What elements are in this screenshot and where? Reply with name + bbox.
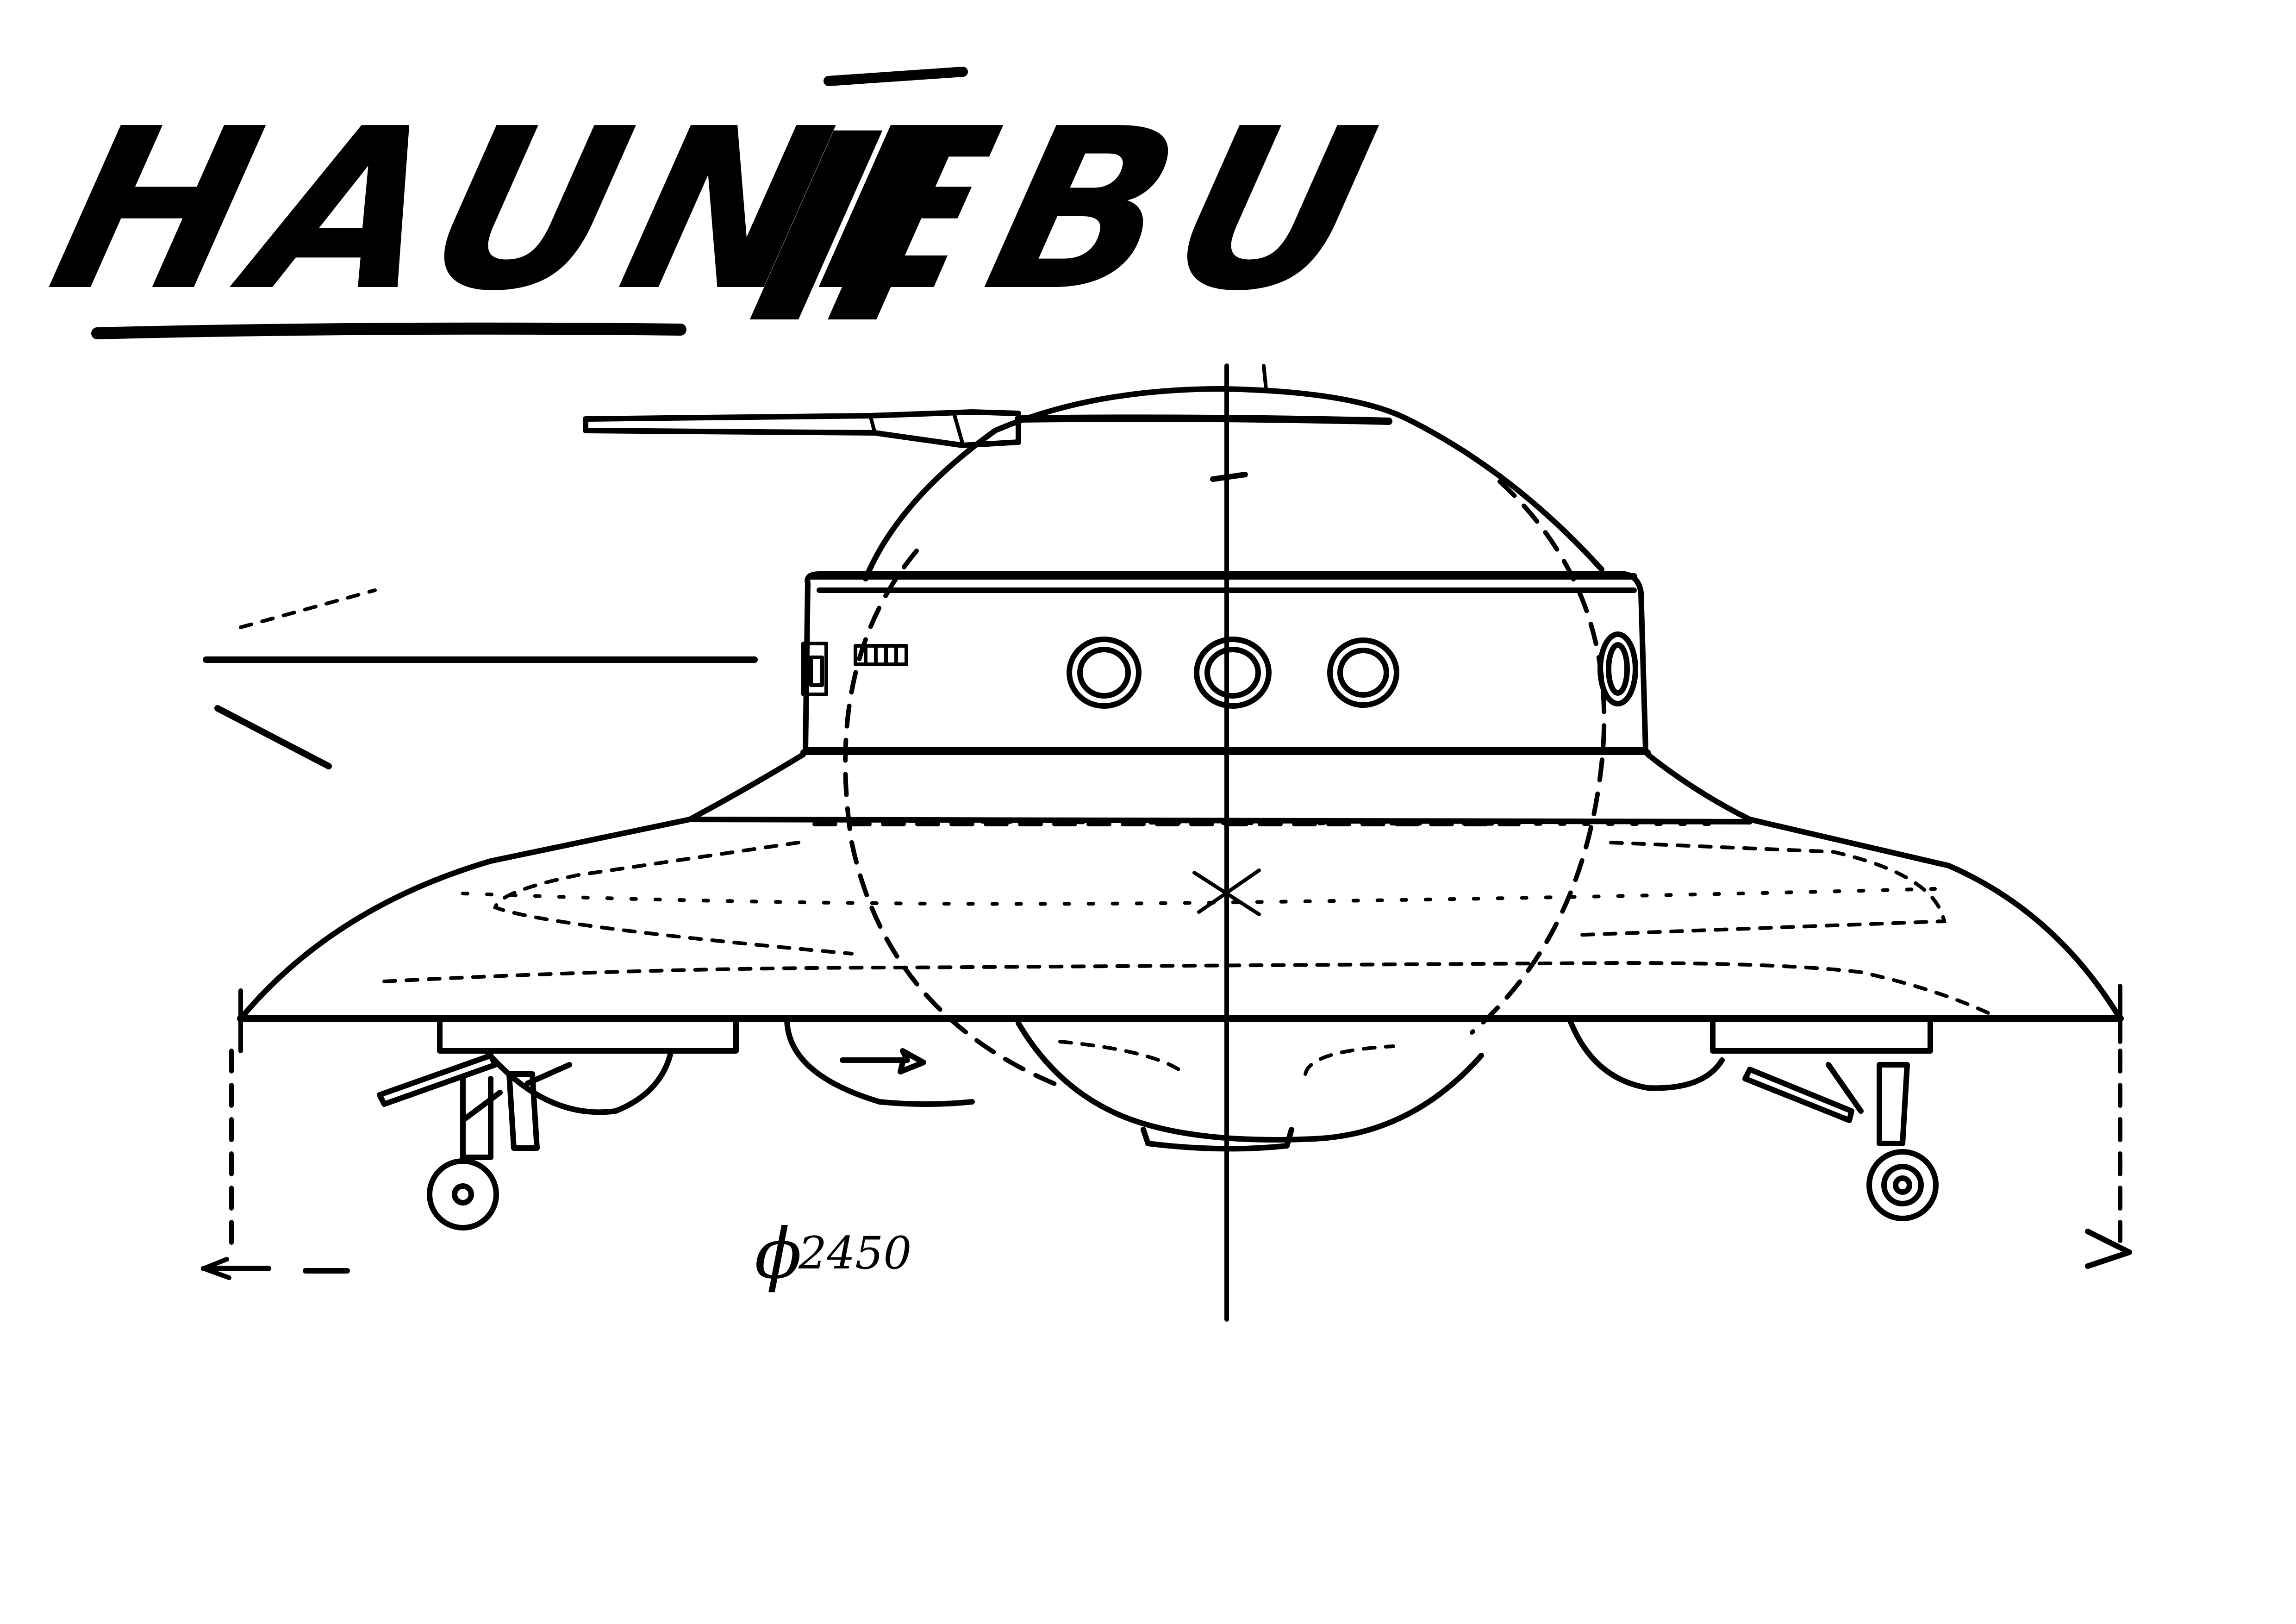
- cabin-band: [800, 571, 1651, 755]
- grille-icon: [854, 644, 908, 666]
- dome: [843, 386, 1607, 1090]
- cannon-barrel: [583, 409, 1021, 448]
- title-name: HAUNEBU: [31, 81, 1409, 339]
- centerlines: [812, 363, 1521, 1322]
- motion-lines: [203, 588, 758, 769]
- wheel-icon: [1866, 1149, 1939, 1221]
- landing-gear-right: [1742, 1062, 1939, 1221]
- title-underline: [91, 322, 686, 339]
- porthole-icon: [1194, 637, 1272, 709]
- hatch-icon: [801, 642, 828, 696]
- wheel-icon: [427, 1158, 499, 1230]
- dimension-line: ϕ 2450: [201, 984, 2132, 1294]
- hull: [237, 752, 2124, 1022]
- title-block: HAUNEBU II: [31, 67, 1409, 381]
- porthole-icon: [1067, 637, 1142, 709]
- belly: [437, 1016, 1933, 1152]
- landing-gear-left: [377, 1053, 572, 1230]
- dimension-value: 2450: [798, 1227, 911, 1279]
- porthole-icon: [1327, 637, 1399, 708]
- dimension-symbol: ϕ: [755, 1214, 802, 1294]
- porthole-icon: [1597, 631, 1638, 706]
